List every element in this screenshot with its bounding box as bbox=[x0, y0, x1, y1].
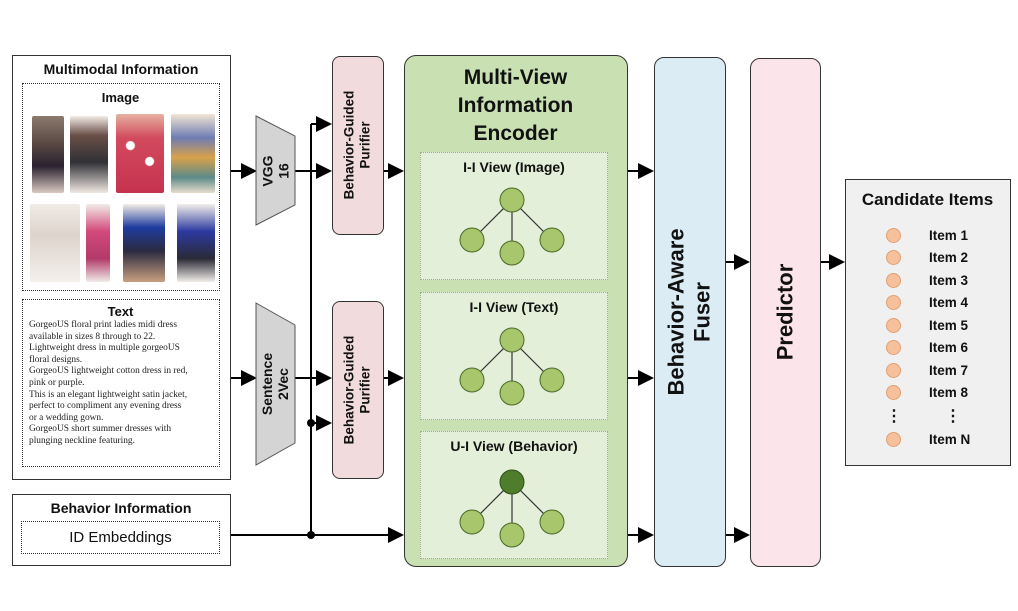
text-line: GorgeoUS floral print ladies midi dress bbox=[29, 320, 177, 330]
product-image bbox=[116, 114, 164, 193]
item-dot bbox=[886, 295, 901, 311]
graph-icon bbox=[459, 469, 565, 548]
item-dot bbox=[886, 431, 901, 447]
vgg-label: VGG 16 bbox=[259, 154, 292, 187]
behavior-guided-purifier-image: Behavior-Guided Purifier bbox=[332, 56, 384, 235]
list-item: Item 8 bbox=[886, 382, 1006, 405]
item-dot bbox=[886, 362, 901, 378]
product-image bbox=[171, 114, 215, 193]
text-line: or a wedding gown. bbox=[29, 412, 104, 423]
view-behavior: U-I View (Behavior) bbox=[420, 431, 608, 559]
candidate-items-title: Candidate Items bbox=[861, 190, 994, 209]
behavior-aware-fuser: Behavior-Aware Fuser bbox=[654, 57, 726, 567]
list-item: Item 1 bbox=[886, 224, 1006, 247]
view-behavior-label: U-I View (Behavior) bbox=[450, 438, 578, 454]
product-image bbox=[30, 204, 80, 282]
candidate-items-panel: Candidate Items Item 1 Item 2 Item 3 Ite… bbox=[845, 179, 1011, 466]
text-group: Text GorgeoUS floral print ladies midi d… bbox=[22, 299, 220, 467]
candidate-list: Item 1 Item 2 Item 3 Item 4 Item 5 Item … bbox=[886, 224, 1006, 451]
ellipsis: ⋮ bbox=[945, 408, 961, 425]
product-descriptions: GorgeoUS floral print ladies midi dress … bbox=[29, 320, 219, 448]
predictor: Predictor bbox=[750, 58, 821, 567]
text-line: Lightweight dress in multiple gorgeoUS bbox=[29, 343, 180, 354]
text-line: perfect to compliment any evening dress bbox=[29, 401, 182, 412]
view-image-label: I-I View (Image) bbox=[463, 159, 565, 175]
text-line: plunging neckline featuring. bbox=[29, 435, 135, 446]
fuser-label: Behavior-Aware bbox=[663, 227, 689, 396]
multimodal-title: Multimodal Information bbox=[43, 61, 199, 77]
list-item: Item 7 bbox=[886, 359, 1006, 382]
ellipsis-row: ⋮ ⋮ bbox=[886, 404, 1006, 428]
list-item: Item 3 bbox=[886, 269, 1006, 292]
product-image bbox=[32, 116, 64, 193]
item-dot bbox=[886, 385, 901, 401]
item-dot bbox=[886, 340, 901, 356]
predictor-label: Predictor bbox=[772, 263, 797, 361]
graph-icon bbox=[459, 327, 565, 406]
product-image bbox=[123, 204, 165, 282]
fuser-label: Fuser bbox=[689, 281, 715, 342]
text-label: Text bbox=[107, 304, 134, 319]
view-text-label: I-I View (Text) bbox=[469, 299, 559, 315]
product-image bbox=[70, 116, 108, 193]
text-line: floral designs. bbox=[29, 354, 83, 365]
junction-dot bbox=[307, 419, 315, 427]
list-item: Item 5 bbox=[886, 314, 1006, 337]
purifier-label: Purifier bbox=[357, 365, 373, 414]
id-embeddings-label: ID Embeddings bbox=[69, 529, 172, 546]
list-item: Item 2 bbox=[886, 247, 1006, 270]
product-image bbox=[86, 204, 110, 282]
list-item: Item 6 bbox=[886, 337, 1006, 360]
ellipsis: ⋮ bbox=[886, 408, 902, 425]
junction-dot bbox=[307, 531, 315, 539]
multimodal-panel: Multimodal Information Image Text Gorgeo… bbox=[12, 55, 231, 480]
behavior-guided-purifier-text: Behavior-Guided Purifier bbox=[332, 301, 384, 479]
item-dot bbox=[886, 227, 901, 243]
text-line: This is an elegant lightweight satin jac… bbox=[29, 389, 188, 400]
behavior-title: Behavior Information bbox=[50, 500, 192, 516]
multi-view-encoder: Multi-View Information Encoder I-I View … bbox=[404, 55, 628, 567]
list-item: Item N bbox=[886, 428, 1006, 451]
purifier-label: Purifier bbox=[357, 121, 373, 169]
item-dot bbox=[886, 250, 901, 266]
text-line: pink or purple. bbox=[29, 377, 85, 388]
list-item: Item 4 bbox=[886, 292, 1006, 315]
product-image bbox=[177, 204, 215, 282]
text-line: GorgeoUS short summer dresses with bbox=[29, 424, 172, 435]
sentence2vec-label: Sentence 2Vec bbox=[259, 352, 292, 416]
text-line: available in sizes 8 through to 22. bbox=[29, 331, 156, 342]
text-line: GorgeoUS lightweight cotton dress in red… bbox=[29, 366, 188, 377]
item-dot bbox=[886, 317, 901, 333]
item-dot bbox=[886, 272, 901, 288]
id-embeddings-box: ID Embeddings bbox=[21, 521, 220, 554]
purifier-label: Behavior-Guided bbox=[341, 90, 357, 200]
image-group: Image bbox=[22, 83, 220, 291]
behavior-panel: Behavior Information ID Embeddings bbox=[12, 494, 231, 566]
view-image: I-I View (Image) bbox=[420, 152, 608, 280]
view-text: I-I View (Text) bbox=[420, 292, 608, 420]
encoder-title: Multi-View Information Encoder bbox=[457, 66, 574, 145]
graph-icon bbox=[459, 187, 565, 266]
image-label: Image bbox=[101, 90, 140, 105]
purifier-label: Behavior-Guided bbox=[341, 335, 357, 444]
